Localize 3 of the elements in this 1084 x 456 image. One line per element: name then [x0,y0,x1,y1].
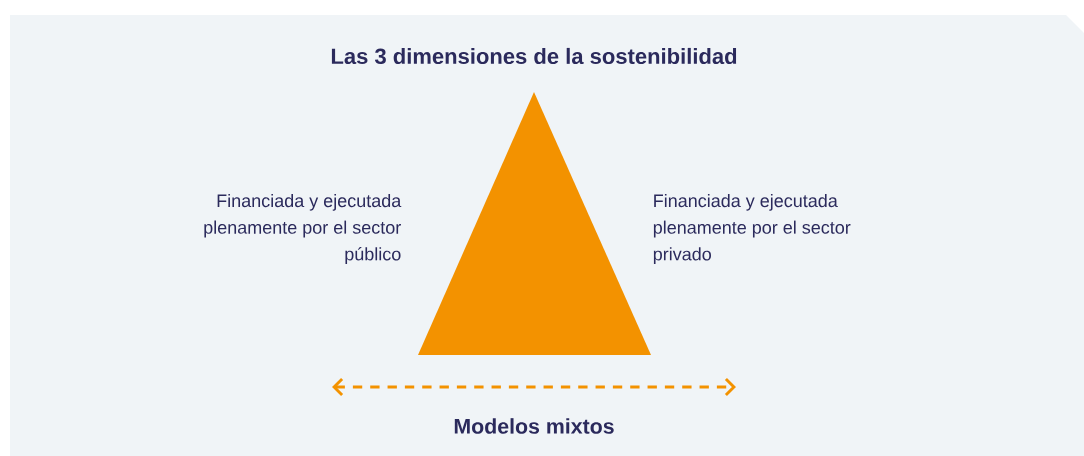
triangle [418,92,651,355]
title: Las 3 dimensiones de la sostenibilidad [331,47,737,65]
axis-label: Modelos mixtos [454,418,614,434]
